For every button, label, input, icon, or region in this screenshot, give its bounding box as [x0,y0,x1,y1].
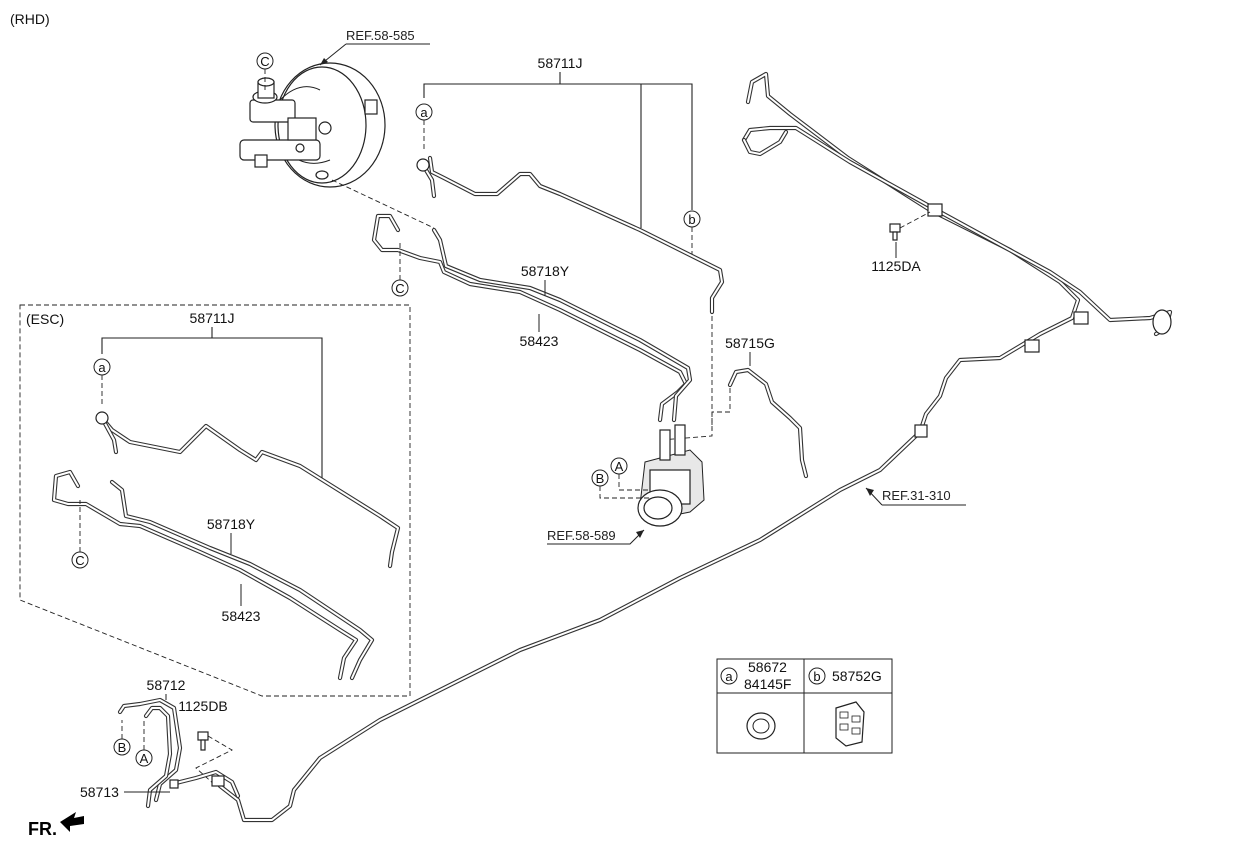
hose-58713 [169,769,241,799]
front-arrow-icon [60,812,84,832]
callout-c-top-text: C [395,281,404,296]
abs-hecu-unit [637,424,705,527]
legend-table: a 58672 84145F b 58752G [716,658,893,754]
legend-b-marker [808,667,826,685]
label-1125DA: 1125DA [871,258,921,274]
legend-a-part1: 58672 [748,659,787,675]
label-58423-esc: 58423 [222,608,261,624]
brake-booster-master-cylinder [239,62,386,188]
label-1125DB: 1125DB [178,698,228,714]
label-58715G: 58715G [725,335,775,351]
legend-a-part2: 84145F [744,676,791,692]
tube-58718Y-top [371,213,693,423]
tube-58712 [117,697,183,809]
ref-booster: REF.58-585 [346,28,415,43]
tube-right-upper [741,71,1173,435]
clip-icon [835,701,865,747]
tube-rear-long [217,424,928,823]
tube-58718Y-esc [51,469,375,681]
callout-a-esc-text: a [98,360,106,375]
legend-b-part: 58752G [832,668,882,684]
label-58711J-esc: 58711J [190,310,235,326]
label-58711J-top: 58711J [538,55,583,71]
esc-region-box [19,304,411,697]
callout-A-abs-text: A [615,459,624,474]
ref-abs: REF.58-589 [547,528,616,543]
grommet-icon [746,712,776,740]
label-58423-top: 58423 [520,333,559,349]
ref-rear: REF.31-310 [882,488,951,503]
tube-58711J-top [416,155,725,315]
front-direction-label: FR. [28,819,57,839]
legend-a-marker [720,667,738,685]
tube-58715G [727,367,809,479]
label-58718Y-top: 58718Y [521,263,570,279]
callout-c-esc-text: C [75,553,84,568]
tube-58711J-esc [95,411,401,569]
esc-label: (ESC) [26,311,64,327]
label-58713: 58713 [80,784,119,800]
legend-a-letter: a [725,669,733,684]
variant-label: (RHD) [10,11,50,27]
label-58718Y-esc: 58718Y [207,516,256,532]
bolt-1125DB [197,731,209,751]
legend-b-letter: b [813,669,820,684]
bolt-1125DA [889,223,901,241]
callout-B-abs-text: B [596,471,605,486]
callout-a-top-text: a [420,105,428,120]
callout-B-lower-text: B [118,740,127,755]
label-58712: 58712 [147,677,186,693]
callout-A-lower-text: A [140,751,149,766]
callout-c-booster-text: C [260,54,269,69]
callout-b-top-text: b [688,212,695,227]
